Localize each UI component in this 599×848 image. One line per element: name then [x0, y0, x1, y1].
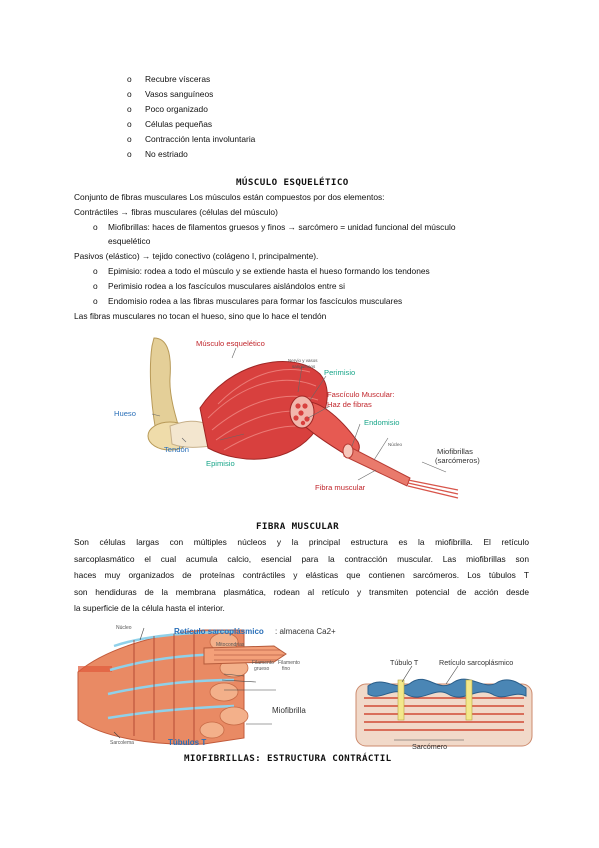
- myofibrils-item: Miofibrillas: haces de filamentos grueso…: [108, 222, 456, 232]
- bullet-marker: o: [127, 149, 132, 159]
- bullet-marker: o: [93, 222, 98, 232]
- skeletal-intro: Conjunto de fibras musculares Los múscul…: [74, 192, 385, 202]
- label-musculo-esqueletico: Músculo esquelético: [196, 339, 265, 348]
- paragraph-line: haces muy organizados de proteínas contr…: [74, 570, 529, 581]
- list-item: Vasos sanguíneos: [145, 89, 214, 99]
- tendon-note: Las fibras musculares no tocan el hueso,…: [74, 311, 327, 321]
- muscle-fiber-illustration: [77, 627, 533, 747]
- label-nervio-vasos: Nervio y vasos: [288, 358, 318, 363]
- fiber-paragraph: Son células largas con múltiples núcleos…: [74, 534, 529, 617]
- section-heading-myofibrils: MIOFIBRILLAS: ESTRUCTURA CONTRÁCTIL: [184, 753, 392, 764]
- label-reticulo: Retículo sarcoplásmico: [174, 627, 264, 636]
- label-haz-de-fibras: Haz de fibras: [327, 400, 372, 409]
- list-item: Recubre vísceras: [145, 74, 211, 84]
- label-tubulos-t: Túbulos T: [168, 738, 207, 747]
- label-nucleo-2: Núcleo: [116, 625, 132, 631]
- perimysium-item: Perimisio rodea a los fascículos muscula…: [108, 281, 345, 291]
- muscle-anatomy-illustration: [147, 337, 459, 499]
- contractile-line: Contráctiles → fibras musculares (célula…: [74, 207, 278, 217]
- bullet-marker: o: [93, 296, 98, 306]
- bullet-marker: o: [127, 89, 132, 99]
- label-sanguineos: sanguíneos: [292, 364, 316, 369]
- paragraph-line: Son células largas con múltiples núcleos…: [74, 537, 529, 547]
- list-item: No estriado: [145, 149, 188, 159]
- label-endomisio: Endomisio: [364, 418, 400, 427]
- bullet-marker: o: [93, 266, 98, 276]
- section-heading-fiber: FIBRA MUSCULAR: [256, 521, 340, 532]
- skeletal-muscle-figure: Músculo esquelético Nervio y vasos sangu…: [112, 334, 482, 504]
- label-filamento-fino: Filamento: [278, 660, 300, 666]
- list-item: Contracción lenta involuntaria: [145, 134, 256, 144]
- label-sarcomero: Sarcómero: [412, 742, 448, 751]
- label-tendon: Tendón: [164, 445, 189, 454]
- bullet-marker: o: [127, 74, 132, 84]
- label-grueso: grueso: [254, 666, 270, 672]
- paragraph-line: son hendiduras de la membrana plasmática…: [74, 586, 529, 597]
- label-nucleo: Núcleo: [388, 442, 403, 447]
- bullet-marker: o: [127, 134, 132, 144]
- passive-line: Pasivos (elástico) → tejido conectivo (c…: [74, 251, 319, 261]
- paragraph-line: sarcoplasmático el cual acumula calcio, …: [74, 553, 529, 564]
- label-sarcomeros: (sarcómeros): [435, 456, 480, 465]
- list-item: Poco organizado: [145, 104, 208, 114]
- myofibrils-item-cont: esquelético: [108, 236, 151, 246]
- label-perimisio: Perimisio: [324, 368, 356, 377]
- label-almacena: : almacena Ca2+: [275, 627, 336, 636]
- label-miofibrilla: Miofibrilla: [272, 706, 306, 715]
- list-item: Células pequeñas: [145, 119, 213, 129]
- paragraph-line: la superficie de la célula hasta el inte…: [74, 603, 225, 614]
- bullet-marker: o: [127, 119, 132, 129]
- label-fino: fino: [282, 666, 291, 672]
- muscle-fiber-figure: Núcleo Retículo sarcoplásmico : almacena…: [74, 620, 534, 752]
- label-sarcolema: Sarcolema: [110, 740, 134, 746]
- label-hueso: Hueso: [114, 409, 136, 418]
- bullet-marker: o: [93, 281, 98, 291]
- label-miofibrillas: Miofibrillas: [437, 447, 473, 456]
- label-tubulo-t: Túbulo T: [390, 658, 419, 667]
- label-fibra-muscular: Fibra muscular: [315, 483, 366, 492]
- bullet-marker: o: [127, 104, 132, 114]
- label-filamento-grueso: Filamento: [252, 660, 274, 666]
- label-reticulo-2: Retículo sarcoplásmico: [439, 658, 514, 667]
- label-fasciculo: Fascículo Muscular:: [327, 390, 395, 399]
- endomysium-item: Endomisio rodea a las fibras musculares …: [108, 296, 403, 306]
- label-mitocondria: Mitocondrias: [216, 642, 245, 648]
- epimysium-item: Epimisio: rodea a todo el músculo y se e…: [108, 266, 430, 276]
- section-heading-skeletal: MÚSCULO ESQUELÉTICO: [236, 177, 349, 188]
- label-epimisio: Epimisio: [206, 459, 235, 468]
